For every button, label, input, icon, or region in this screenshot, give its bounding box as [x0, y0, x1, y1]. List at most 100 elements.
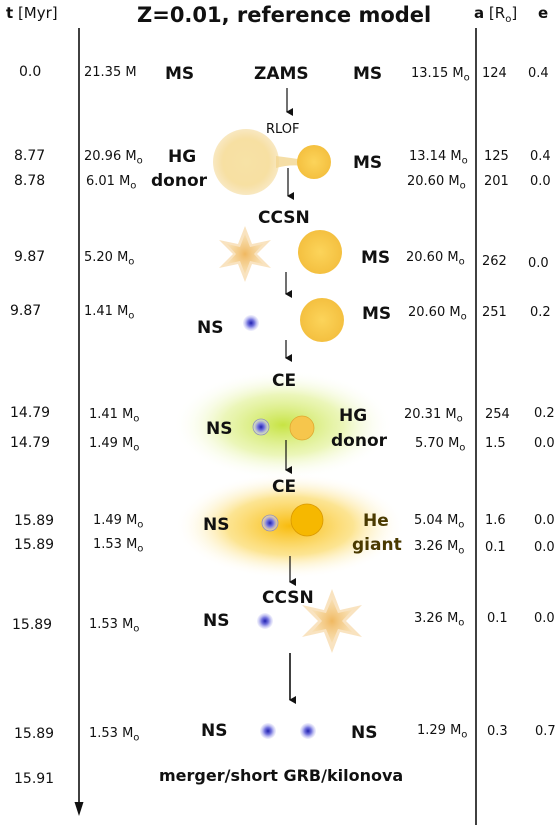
eccentricity-value: 0.2 — [534, 406, 555, 421]
eccentricity-column-label: e — [538, 4, 549, 22]
primary-stage: NS — [197, 318, 224, 338]
primary-mass: 1.53 Mo — [89, 617, 140, 635]
eccentricity-value: 0.7 — [535, 724, 556, 739]
primary-mass: 1.41 Mo — [89, 407, 140, 425]
neutron-star-icon — [261, 514, 279, 532]
separation-value: 254 — [485, 407, 510, 422]
time-value: 14.79 — [10, 435, 51, 451]
mass-transfer-stream — [276, 156, 304, 168]
primary-mass: 1.53 Mo — [89, 726, 140, 744]
secondary-stage: MS — [353, 153, 383, 173]
eccentricity-value: 0.0 — [534, 436, 555, 451]
eccentricity-value: 0.0 — [534, 540, 555, 555]
time-value: 8.78 — [14, 173, 46, 189]
separation-value: 0.1 — [487, 611, 508, 626]
final-outcome-label: merger/short GRB/kilonova — [159, 766, 404, 785]
separation-value: 0.3 — [487, 724, 508, 739]
primary-mass: 1.41 Mo — [84, 304, 135, 322]
eccentricity-value: 0.0 — [534, 513, 555, 528]
event-label: RLOF — [266, 122, 300, 137]
common-envelope-cloud-1 — [173, 370, 393, 480]
primary-mass: 1.49 Mo — [89, 436, 140, 454]
secondary-mass: 13.15 Mo — [411, 66, 470, 84]
time-axis-arrow-icon — [74, 802, 84, 816]
time-value: 15.89 — [14, 513, 55, 529]
time-value: 8.77 — [14, 148, 46, 164]
hg-donor-star — [213, 129, 279, 195]
secondary-mass: 1.29 Mo — [417, 723, 468, 741]
separation-value: 251 — [482, 305, 507, 320]
primary-mass: 1.53 Mo — [93, 537, 144, 555]
secondary-stage: giant — [352, 535, 402, 555]
secondary-mass: 13.14 Mo — [409, 149, 468, 167]
secondary-stage: HG — [339, 406, 368, 426]
secondary-mass: 20.31 Mo — [404, 407, 463, 425]
primary-stage: donor — [151, 171, 208, 191]
he-giant-star — [290, 503, 324, 537]
eccentricity-value: 0.2 — [530, 305, 551, 320]
secondary-stage: MS — [362, 304, 392, 324]
secondary-mass: 20.60 Mo — [407, 174, 466, 192]
separation-value: 201 — [484, 174, 509, 189]
event-label: CE — [272, 371, 297, 391]
time-value: 15.89 — [14, 726, 55, 742]
secondary-stage: donor — [331, 431, 388, 451]
primary-mass: 5.20 Mo — [84, 250, 135, 268]
secondary-mass: 3.26 Mo — [414, 539, 465, 557]
eccentricity-value: 0.4 — [528, 66, 549, 81]
time-value: 15.89 — [12, 617, 53, 633]
time-value: 0.0 — [19, 64, 42, 80]
secondary-stage: NS — [351, 723, 378, 743]
time-value: 15.91 — [14, 771, 55, 787]
primary-mass: 6.01 Mo — [86, 174, 137, 192]
separation-value: 125 — [484, 149, 509, 164]
primary-mass: 21.35 M — [84, 65, 137, 80]
page-title: Z=0.01, reference model — [137, 3, 432, 27]
time-value: 9.87 — [10, 303, 42, 319]
secondary-mass: 20.60 Mo — [408, 305, 467, 323]
common-envelope-cloud-2 — [175, 473, 405, 579]
hg-star-in-envelope — [289, 415, 315, 441]
main-sequence-star-icon — [297, 145, 331, 179]
secondary-mass: 5.70 Mo — [415, 436, 466, 454]
eccentricity-value: 0.0 — [534, 611, 555, 626]
eccentricity-value: 0.0 — [530, 174, 551, 189]
primary-stage: NS — [203, 515, 230, 535]
primary-stage: MS — [165, 64, 195, 84]
primary-mass: 20.96 Mo — [84, 149, 143, 167]
secondary-stage: MS — [361, 248, 391, 268]
separation-value: 124 — [482, 66, 507, 81]
separation-value: 1.5 — [485, 436, 506, 451]
event-label: CE — [272, 477, 297, 497]
secondary-stage: He — [363, 511, 389, 531]
primary-stage: NS — [206, 419, 233, 439]
primary-mass: 1.49 Mo — [93, 513, 144, 531]
primary-stage: HG — [168, 147, 197, 167]
supernova-icon — [302, 589, 362, 653]
main-sequence-star-icon — [300, 298, 344, 342]
event-label: CCSN — [262, 588, 314, 608]
secondary-mass: 20.60 Mo — [406, 250, 465, 268]
secondary-mass: 5.04 Mo — [414, 513, 465, 531]
neutron-star-icon — [257, 613, 273, 629]
separation-column-label: a [Ro] — [474, 4, 518, 25]
primary-stage: NS — [203, 611, 230, 631]
neutron-star-icon — [260, 723, 276, 739]
primary-stage: NS — [201, 721, 228, 741]
time-value: 9.87 — [14, 249, 46, 265]
neutron-star-icon — [252, 418, 270, 436]
secondary-mass: 3.26 Mo — [414, 611, 465, 629]
separation-value: 1.6 — [485, 513, 506, 528]
time-axis-label: t [Myr] — [6, 4, 58, 22]
time-value: 14.79 — [10, 405, 51, 421]
neutron-star-icon — [243, 315, 259, 331]
neutron-star-icon — [300, 723, 316, 739]
event-label: ZAMS — [254, 64, 309, 84]
separation-value: 262 — [482, 254, 507, 269]
event-label: CCSN — [258, 208, 310, 228]
time-value: 15.89 — [14, 537, 55, 553]
supernova-icon — [219, 226, 271, 282]
secondary-stage: MS — [353, 64, 383, 84]
eccentricity-value: 0.0 — [528, 256, 549, 271]
